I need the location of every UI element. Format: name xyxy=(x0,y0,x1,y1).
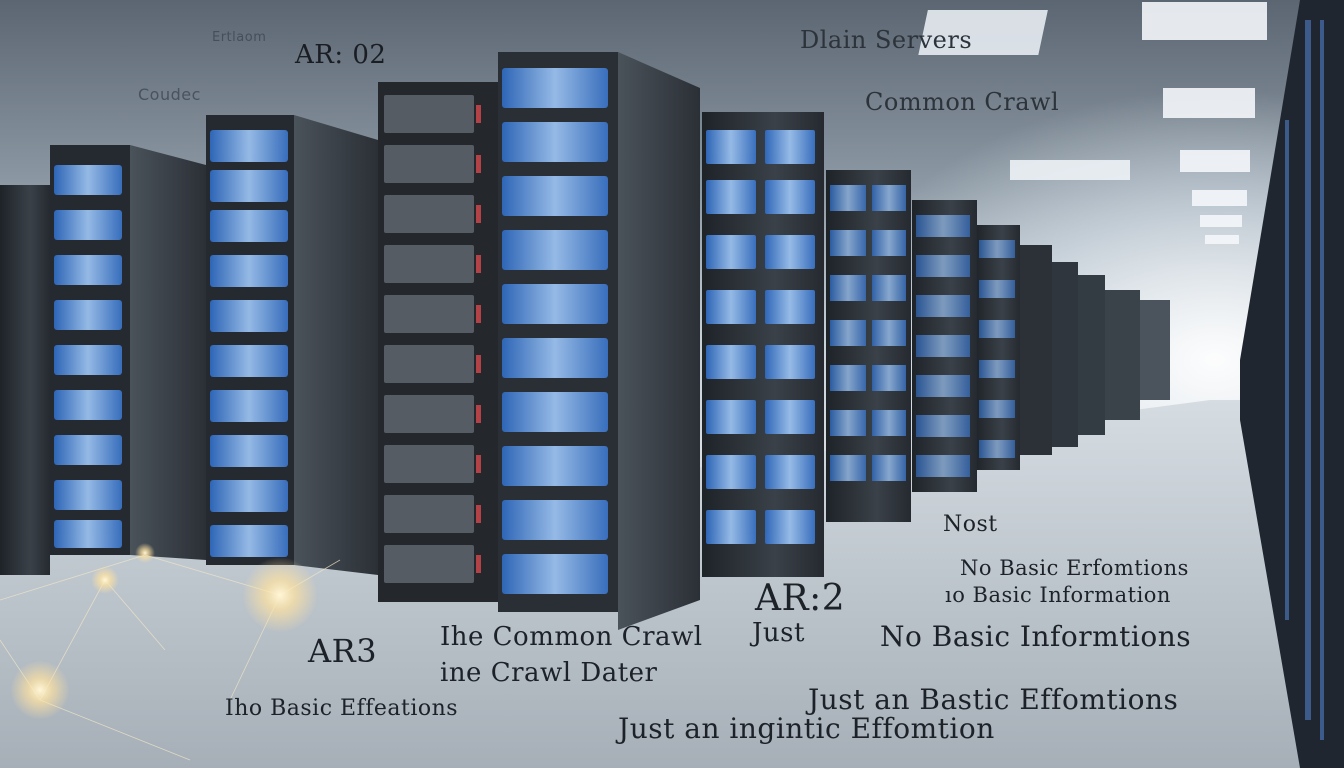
label-basic-effeations: Iho Basic Effeations xyxy=(225,696,459,721)
label-just: Just xyxy=(752,618,805,648)
drive-slots xyxy=(54,68,1015,594)
label-crawl-dater: ine Crawl Dater xyxy=(440,658,658,688)
label-the-common-crawl: Ihe Common Crawl xyxy=(440,622,703,652)
label-coudec: Coudec xyxy=(138,85,201,104)
label-nost: Nost xyxy=(943,512,998,537)
right-rack-wall xyxy=(1240,0,1344,768)
label-dlain-servers: Dlain Servers xyxy=(800,26,973,54)
label-no-basic-informtions: No Basic Informtions xyxy=(880,620,1192,653)
label-common-crawl-top: Common Crawl xyxy=(865,88,1060,116)
label-no-basic-erfomtions: No Basic Erfomtions xyxy=(960,556,1189,580)
label-ar-2: AR:2 xyxy=(755,578,846,619)
label-just-an-ingintic: Just an ingintic Effomtion xyxy=(618,712,995,745)
label-basic-information: ıo Basic Information xyxy=(945,583,1171,607)
label-ar3: AR3 xyxy=(308,632,378,670)
label-ar-02: AR: 02 xyxy=(295,40,387,70)
rack-far-left xyxy=(0,185,50,575)
label-top-left-small: Ertlaom xyxy=(212,30,267,45)
ceiling-lights xyxy=(918,2,1267,244)
label-just-an-bastic: Just an Bastic Effomtions xyxy=(808,683,1179,716)
right-rack-wall-leds xyxy=(1285,20,1324,740)
